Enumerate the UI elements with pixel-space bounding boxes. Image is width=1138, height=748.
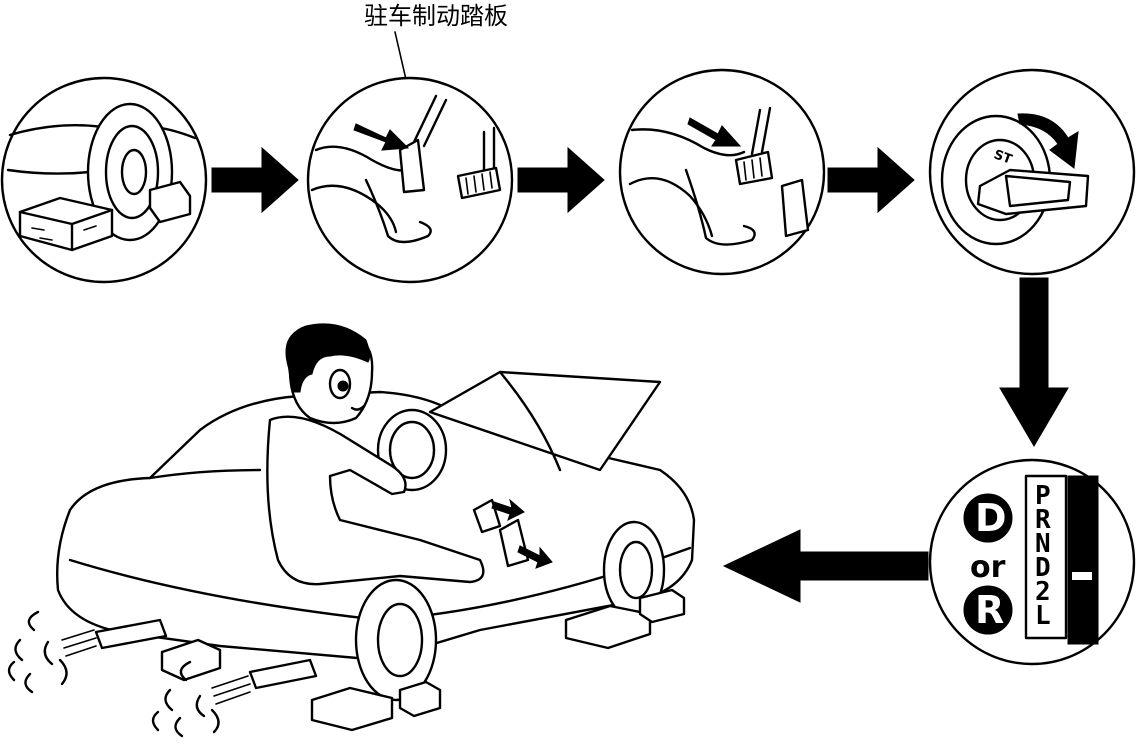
pedal-arrow-2 — [517, 545, 553, 569]
rear-wheel — [354, 578, 438, 702]
accelerator-pedal — [780, 178, 810, 238]
turn-arrow — [1017, 113, 1079, 169]
gear-position-d: D — [1035, 553, 1051, 583]
wheel-chock-rear — [148, 180, 192, 224]
start-position-label: ST — [992, 147, 1014, 167]
step-5-gear-select-panel: D or R P R N D 2 L — [928, 458, 1136, 666]
gear-d-badge — [963, 493, 1013, 543]
step-3-press-brake-panel — [618, 68, 826, 276]
gear-position-2: 2 — [1035, 577, 1051, 607]
step-4-ignition-key-panel: ST — [928, 68, 1136, 276]
pedal-arrow-1 — [491, 498, 525, 521]
chock-rear — [310, 686, 394, 732]
exhaust-pipe-2 — [248, 658, 318, 690]
gear-option-d: D — [975, 496, 1007, 540]
gear-position-r: R — [1035, 505, 1051, 535]
parking-brake-pedal-label: 驻车制动踏板 — [364, 2, 508, 30]
step-1-wheel-chock-panel — [0, 76, 208, 284]
wheel-chock-front — [18, 196, 114, 252]
step-3-circle — [618, 68, 826, 276]
shift-lever-position — [1072, 572, 1092, 580]
exhaust-pipe-1 — [94, 618, 168, 650]
step-6-car-scene — [7, 323, 696, 738]
parking-brake-pedal — [398, 138, 426, 194]
arrow-step-5-to-6 — [722, 529, 929, 603]
open-hood — [428, 370, 662, 472]
driver-hair — [286, 323, 371, 393]
exhaust-smoke — [7, 610, 251, 738]
gear-r-badge — [963, 585, 1013, 635]
shoe — [684, 168, 756, 246]
press-arrow — [687, 117, 742, 147]
shift-gate — [1067, 475, 1099, 645]
arrow-step-3-to-4 — [827, 146, 915, 214]
chock-front — [564, 604, 652, 650]
gear-or-text: or — [970, 550, 1006, 585]
pedal-right — [498, 518, 530, 568]
arrow-step-1-to-2 — [211, 146, 299, 214]
gear-position-p: P — [1035, 481, 1051, 511]
arrow-step-2-to-3 — [517, 146, 605, 214]
press-arrow — [353, 123, 410, 151]
driver-body — [266, 415, 485, 586]
gear-position-l: L — [1035, 601, 1051, 631]
chock-front-2 — [638, 588, 686, 624]
arrow-step-4-to-5 — [999, 277, 1069, 447]
chock-left — [160, 638, 222, 682]
shift-indicator-panel — [1024, 474, 1068, 640]
shoe — [364, 178, 432, 244]
gear-option-r: R — [975, 588, 1004, 632]
step-2-press-parking-brake-panel — [306, 76, 514, 284]
gear-position-n: N — [1035, 529, 1051, 559]
chock-rear-2 — [398, 680, 442, 718]
